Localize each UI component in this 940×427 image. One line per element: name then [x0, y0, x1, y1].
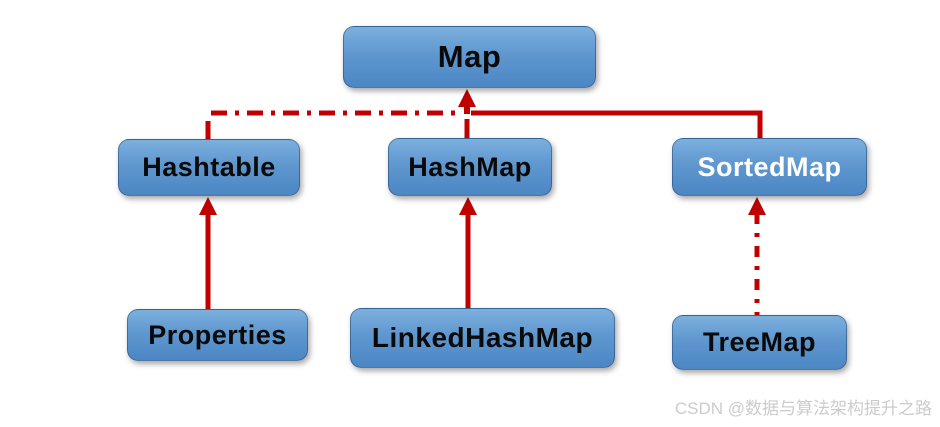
edge-sortedmap-to-map: [471, 110, 763, 139]
node-hashmap-label: HashMap: [408, 151, 532, 182]
edge-hashtable-to-map: [205, 110, 458, 140]
node-linkedhashmap: LinkedHashMap: [350, 308, 615, 368]
node-map: Map: [343, 26, 596, 88]
node-hashtable: Hashtable: [118, 139, 300, 196]
edge-linkedhashmap-to-hashmap: [459, 197, 477, 309]
node-properties-label: Properties: [148, 319, 287, 350]
watermark: CSDN @数据与算法架构提升之路: [674, 399, 932, 418]
node-treemap-label: TreeMap: [702, 327, 817, 357]
edge-hashmap-to-map: [458, 89, 476, 139]
node-hashtable-label: Hashtable: [142, 152, 276, 182]
node-sortedmap: SortedMap: [672, 138, 867, 196]
node-treemap: TreeMap: [672, 315, 847, 370]
node-sortedmap-label: SortedMap: [697, 151, 842, 182]
node-hashmap: HashMap: [388, 138, 552, 196]
node-linkedhashmap-label: LinkedHashMap: [371, 322, 594, 353]
node-properties: Properties: [127, 309, 308, 361]
edge-treemap-to-sortedmap: [748, 197, 766, 316]
edge-properties-to-hashtable: [199, 197, 217, 310]
node-map-label: Map: [437, 39, 502, 74]
